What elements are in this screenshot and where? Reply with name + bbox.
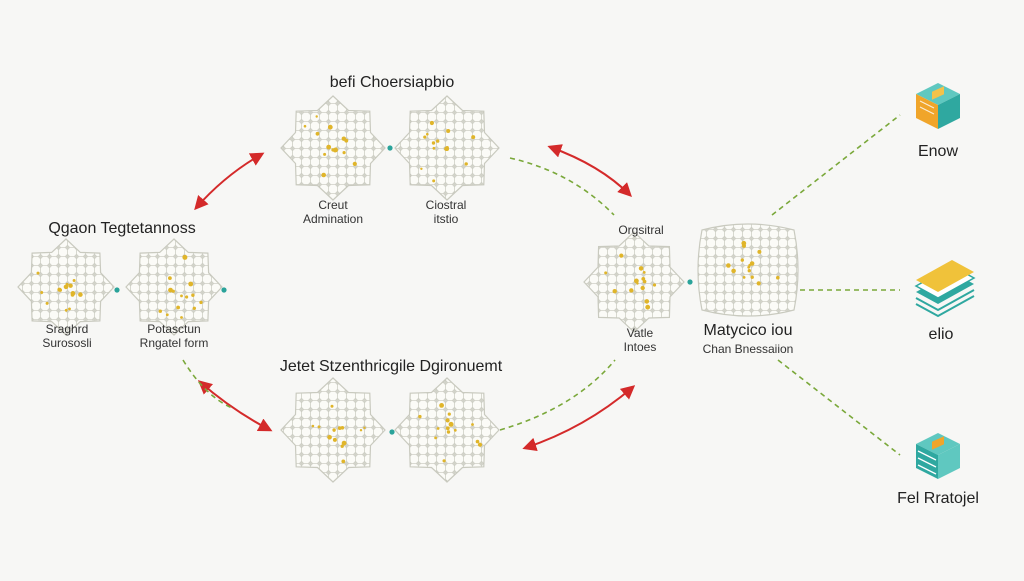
top-group-title: befi Choersiapbio — [329, 74, 455, 91]
right-left-caption: Vatle Intoes — [623, 326, 657, 355]
top-left-caption-line2: Admination — [302, 211, 364, 226]
link-dot-5 — [687, 279, 693, 285]
link-dot-3 — [221, 287, 227, 293]
link-dot-1 — [387, 145, 393, 151]
node-top-right — [394, 95, 500, 201]
top-left-caption: Creut Admination — [302, 198, 364, 227]
database-icon — [916, 433, 960, 479]
node-top-left — [280, 95, 386, 201]
left-right-caption: Potasctun Rngatel form — [139, 322, 209, 351]
output-label-3: Fel Rratojel — [897, 490, 979, 507]
arrow-top-left — [194, 152, 265, 211]
arrow-bottom-right — [522, 385, 636, 452]
right-group-title: Matycico iou — [703, 322, 793, 339]
dash-bottom-left — [182, 359, 233, 409]
node-bottom-left — [280, 377, 386, 483]
bottom-group-title: Jetet Stzenthricgile Dgironuemt — [279, 358, 503, 375]
node-bottom-right — [394, 377, 500, 483]
top-left-caption-line1: Creut — [318, 198, 348, 212]
right-group-subtitle: Chan Bnessaiion — [702, 342, 794, 356]
top-right-caption-line1: Ciostral — [425, 198, 467, 212]
link-dot-2 — [114, 287, 120, 293]
left-left-caption-line2: Surososli — [42, 335, 92, 350]
arrow-bottom-left — [197, 380, 273, 432]
left-group-title: Qgaon Tegtetannoss — [48, 220, 196, 237]
left-right-caption-line1: Potasctun — [147, 322, 201, 336]
dash-top-right — [509, 157, 615, 216]
top-right-caption: Ciostral itstio — [425, 198, 467, 227]
connectors — [182, 114, 901, 456]
cube-icon — [916, 83, 960, 129]
top-right-caption-line2: itstio — [433, 211, 459, 226]
output-label-2: elio — [928, 326, 954, 343]
right-left-caption-line1: Vatle — [626, 326, 654, 340]
left-left-caption-line1: Sraghrd — [45, 322, 89, 336]
node-left-right — [125, 238, 223, 336]
node-right-left — [583, 231, 685, 333]
dash-to-output-3 — [777, 359, 901, 456]
left-left-caption: Sraghrd Surososli — [42, 322, 92, 351]
node-right-right — [697, 223, 799, 317]
nodes — [17, 95, 799, 483]
right-left-caption-line2: Intoes — [623, 339, 657, 354]
dash-to-output-1 — [771, 114, 901, 216]
right-group-top-label: Orgsitral — [618, 223, 664, 237]
node-left-left — [17, 238, 115, 336]
output-label-1: Enow — [917, 143, 959, 160]
link-dot-4 — [389, 429, 395, 435]
arrow-top-right — [547, 144, 632, 197]
layers-icon — [914, 260, 976, 318]
left-right-caption-line2: Rngatel form — [139, 335, 209, 350]
dash-bottom-right — [499, 359, 616, 431]
